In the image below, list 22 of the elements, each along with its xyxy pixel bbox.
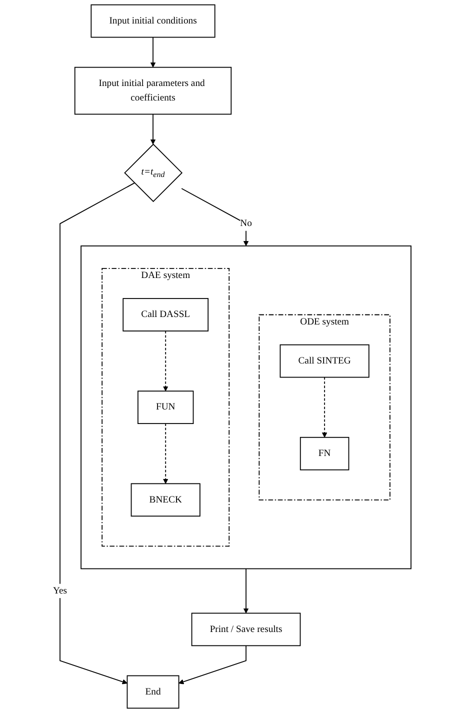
arrow bbox=[162, 330, 168, 392]
arrow bbox=[243, 568, 249, 614]
node-box: Input initial parameters and coefficients bbox=[74, 66, 232, 115]
cluster bbox=[80, 245, 412, 570]
node-box: End bbox=[126, 675, 180, 709]
arrow bbox=[181, 188, 249, 246]
node-box: Call SINTEG bbox=[280, 344, 370, 378]
node-box: FN bbox=[300, 436, 350, 470]
node-box: Print / Save results bbox=[191, 612, 301, 646]
arrow bbox=[178, 645, 246, 684]
arrow bbox=[150, 36, 156, 68]
edge-label: No bbox=[240, 218, 252, 228]
node-box: FUN bbox=[138, 390, 194, 424]
arrow bbox=[60, 182, 135, 684]
node-box: Call DASSL bbox=[122, 298, 209, 332]
node-box: BNECK bbox=[130, 483, 200, 517]
arrow bbox=[162, 423, 168, 484]
arrow bbox=[150, 114, 156, 144]
arrow bbox=[322, 376, 328, 438]
edge-label: Yes bbox=[53, 586, 67, 596]
node-box: Input initial conditions bbox=[90, 4, 216, 38]
node-diamond: t=t$_{end}$ bbox=[124, 144, 183, 202]
